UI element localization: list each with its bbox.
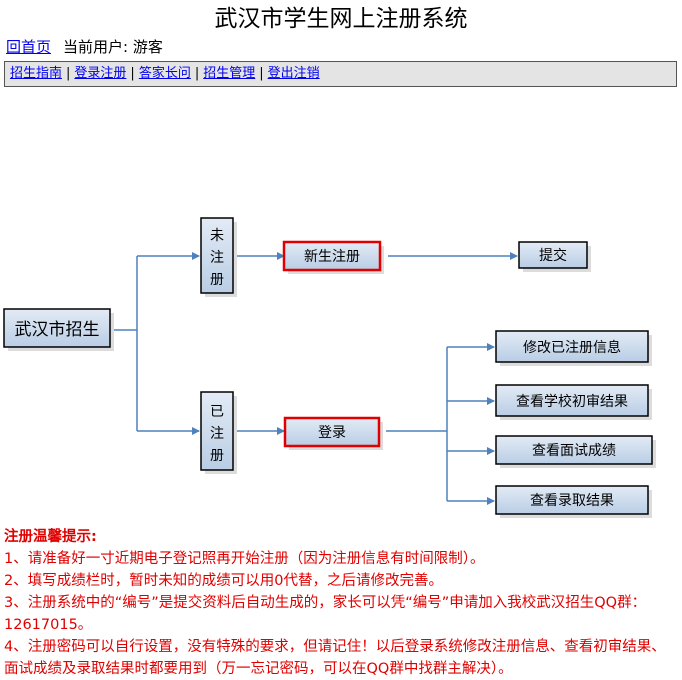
flow-node-unregistered: 未注册: [200, 217, 237, 297]
tips-line: 1、请准备好一寸近期电子登记照再开始注册（因为注册信息有时间限制）。: [4, 551, 485, 567]
tips-line: 3、注册系统中的“编号”是提交资料后自动生成的，家长可以凭“编号”申请加入我校武…: [4, 595, 647, 633]
flow-label-unregistered: 未注册: [210, 228, 224, 288]
flow-label-option: 查看录取结果: [530, 493, 614, 509]
page-title: 武汉市学生网上注册系统: [214, 6, 468, 32]
flow-label-submit: 提交: [539, 247, 567, 264]
flow-label-option: 查看面试成绩: [532, 443, 616, 459]
nav-bar: 招生指南|登录注册|答家长问|招生管理|登出注销: [4, 61, 677, 87]
flow-node-registered: 已注册: [200, 391, 237, 474]
flow-label-login: 登录: [318, 425, 346, 441]
nav-separator: |: [259, 66, 264, 81]
flow-label-new-registration: 新生注册: [304, 249, 360, 265]
current-user-label: 当前用户: 游客: [63, 38, 163, 56]
nav-separator: |: [130, 66, 135, 81]
option-initial-review-box[interactable]: 查看学校初审结果: [495, 384, 652, 420]
new-registration-box[interactable]: 新生注册: [282, 240, 384, 274]
nav-link-admission-management[interactable]: 招生管理: [203, 66, 256, 81]
nav-separator: |: [66, 66, 71, 81]
tips-heading: 注册温馨提示:: [4, 529, 97, 545]
flow-label-option: 修改已注册信息: [523, 339, 621, 356]
option-interview-score-box[interactable]: 查看面试成绩: [495, 435, 656, 468]
flow-label-registered: 已注册: [210, 404, 224, 464]
flow-label-option: 查看学校初审结果: [516, 393, 628, 410]
nav-link-login-register[interactable]: 登录注册: [74, 66, 127, 81]
login-box[interactable]: 登录: [283, 416, 383, 450]
nav-link-admission-guide[interactable]: 招生指南: [10, 66, 63, 81]
nav-separator: |: [194, 66, 200, 81]
flow-node-root: 武汉市招生: [3, 308, 114, 351]
top-bar: 回首页当前用户: 游客: [6, 38, 163, 56]
tips-line: 2、填写成绩栏时，暂时未知的成绩可以用0代替，之后请修改完善。: [4, 573, 443, 589]
nav-link-parent-faq[interactable]: 答家长问: [138, 66, 191, 81]
submit-box[interactable]: 提交: [518, 241, 591, 272]
nav-link-logout[interactable]: 登出注销: [267, 66, 320, 81]
flow-connectors: [110, 252, 518, 505]
flow-label-root: 武汉市招生: [15, 320, 100, 340]
option-admission-result-box[interactable]: 查看录取结果: [495, 485, 652, 518]
registration-flowchart: 武汉市招生 未注册 已注册 新生注册 提交 登录 修改已注册信息 查看学: [3, 217, 656, 518]
tips-line: 4、注册密码可以自行设置，没有特殊的要求，但请记住！以后登录系统修改注册信息、查…: [4, 639, 666, 677]
home-link[interactable]: 回首页: [6, 38, 52, 56]
registration-tips: 注册温馨提示: 1、请准备好一寸近期电子登记照再开始注册（因为注册信息有时间限制…: [4, 526, 680, 680]
option-modify-info-box[interactable]: 修改已注册信息: [495, 330, 652, 366]
